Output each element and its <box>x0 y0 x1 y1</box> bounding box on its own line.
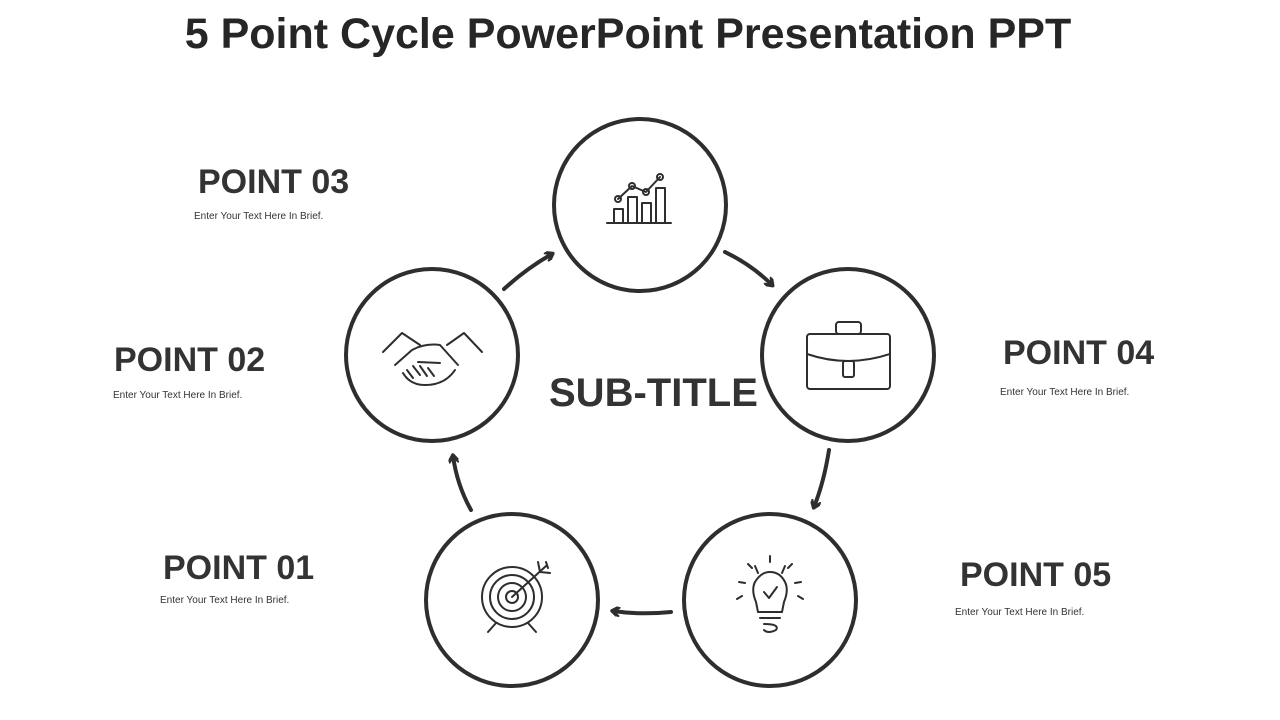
arrow-05-to-01 <box>613 611 673 613</box>
slide-title: 5 Point Cycle PowerPoint Presentation PP… <box>184 10 1072 58</box>
circle-point-03 <box>552 117 728 293</box>
arrow-01-to-02 <box>453 456 473 512</box>
circle-point-02 <box>344 267 520 443</box>
point-01-label: POINT 01 <box>163 549 315 587</box>
point-03-text: Enter Your Text Here In Brief. <box>194 211 324 222</box>
arrows <box>453 250 831 613</box>
bar-chart-icon <box>606 173 672 224</box>
center-subtitle: SUB-TITLE <box>549 371 758 415</box>
lightbulb-icon <box>736 555 804 633</box>
point-03-label: POINT 03 <box>198 163 350 201</box>
briefcase-icon <box>806 321 891 390</box>
point-04-label: POINT 04 <box>1003 334 1155 372</box>
target-icon <box>481 561 551 633</box>
point-05-text: Enter Your Text Here In Brief. <box>955 607 1085 618</box>
arrow-03-to-04 <box>723 250 772 285</box>
point-04-text: Enter Your Text Here In Brief. <box>1000 387 1130 398</box>
point-05-label: POINT 05 <box>960 556 1112 594</box>
circle-point-04 <box>760 267 936 443</box>
point-02-label: POINT 02 <box>114 341 266 379</box>
circle-point-05 <box>682 512 858 688</box>
handshake-icon <box>382 332 483 386</box>
point-01-text: Enter Your Text Here In Brief. <box>160 595 290 606</box>
point-02-text: Enter Your Text Here In Brief. <box>113 390 243 401</box>
circle-point-01 <box>424 512 600 688</box>
arrow-04-to-05 <box>814 448 831 507</box>
arrow-02-to-03 <box>502 254 552 291</box>
